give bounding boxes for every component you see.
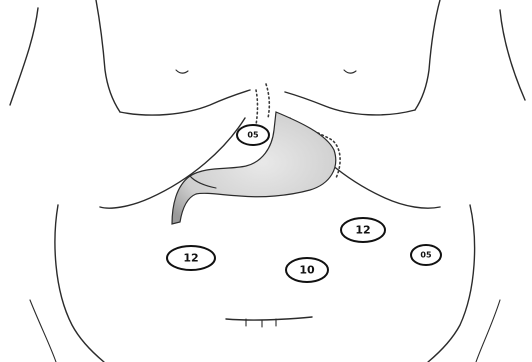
- lower-abdomen-marks: [226, 317, 312, 327]
- port-left-lateral-label: 05: [420, 251, 432, 260]
- port-left-mid-label: 12: [355, 224, 370, 237]
- port-left-lateral: 05: [411, 245, 441, 265]
- port-epigastric-label: 05: [247, 131, 259, 140]
- port-epigastric: 05: [237, 125, 269, 145]
- port-right-upper-label: 12: [183, 252, 198, 265]
- port-umbilical: 10: [286, 258, 328, 282]
- port-left-mid: 12: [341, 218, 385, 242]
- port-right-upper: 12: [167, 246, 215, 270]
- port-umbilical-label: 10: [299, 264, 315, 277]
